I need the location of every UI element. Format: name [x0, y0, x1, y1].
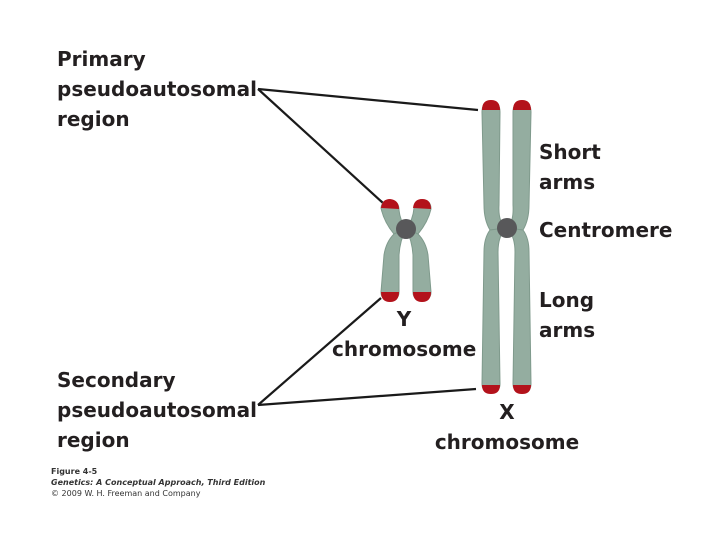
figure-number: Figure 4-5 [51, 467, 98, 476]
primary-leader-to-y [257, 88, 384, 204]
short-arms-line-2: arms [539, 170, 596, 194]
x-right-top-tip [513, 100, 531, 110]
y-centromere [396, 219, 416, 239]
primary-pseudoautosomal-region-label: Primary pseudoautosomal region [57, 44, 257, 134]
short-arms-line-1: Short [539, 140, 601, 164]
y-left-long-arm [380, 227, 408, 301]
figure-caption: Figure 4-5 Genetics: A Conceptual Approa… [51, 466, 265, 499]
leader-lines [257, 87, 479, 407]
x-left-bottom-tip [482, 385, 500, 394]
x-right-long-arm [505, 227, 532, 393]
y-right-long-arm [404, 227, 432, 301]
x-chromosome [481, 100, 532, 394]
primary-label-line-1: Primary [57, 47, 146, 71]
x-chromatid-right [505, 100, 532, 394]
primary-leader-to-x [257, 87, 479, 112]
x-label-word: chromosome [434, 430, 580, 454]
x-left-long-arm [481, 227, 508, 393]
y-chromosome [380, 199, 432, 302]
secondary-leader-to-x [257, 387, 477, 407]
short-arms-label: Short arms [539, 137, 601, 197]
y-right-top-tip [413, 199, 431, 209]
long-arms-line-1: Long [539, 288, 595, 312]
x-left-short-arm [481, 101, 508, 231]
secondary-pseudoautosomal-region-label: Secondary pseudoautosomal region [57, 365, 257, 455]
primary-label-line-2: pseudoautosomal [57, 77, 257, 101]
copyright-line: © 2009 W. H. Freeman and Company [51, 489, 201, 498]
secondary-label-line-3: region [57, 428, 130, 452]
x-right-bottom-tip [513, 385, 531, 394]
secondary-label-line-2: pseudoautosomal [57, 398, 257, 422]
long-arms-label: Long arms [539, 285, 595, 345]
y-label-word: chromosome [332, 337, 477, 361]
centromere-label: Centromere [539, 218, 673, 242]
secondary-label-line-1: Secondary [57, 368, 176, 392]
y-right-bottom-tip [413, 292, 431, 302]
x-label-letter: X [499, 400, 515, 424]
y-left-top-tip [381, 199, 399, 209]
x-chromosome-label: X chromosome [434, 397, 580, 457]
y-chromosome-label: Y chromosome [332, 304, 476, 364]
long-arms-line-2: arms [539, 318, 596, 342]
x-centromere [497, 218, 517, 238]
x-chromatid-left [481, 100, 508, 394]
primary-label-line-3: region [57, 107, 130, 131]
x-left-top-tip [482, 100, 500, 110]
y-label-letter: Y [396, 307, 412, 331]
book-title: Genetics: A Conceptual Approach, Third E… [51, 478, 266, 487]
y-left-bottom-tip [381, 292, 399, 302]
secondary-leader-to-y [257, 297, 382, 406]
x-right-short-arm [505, 101, 532, 231]
